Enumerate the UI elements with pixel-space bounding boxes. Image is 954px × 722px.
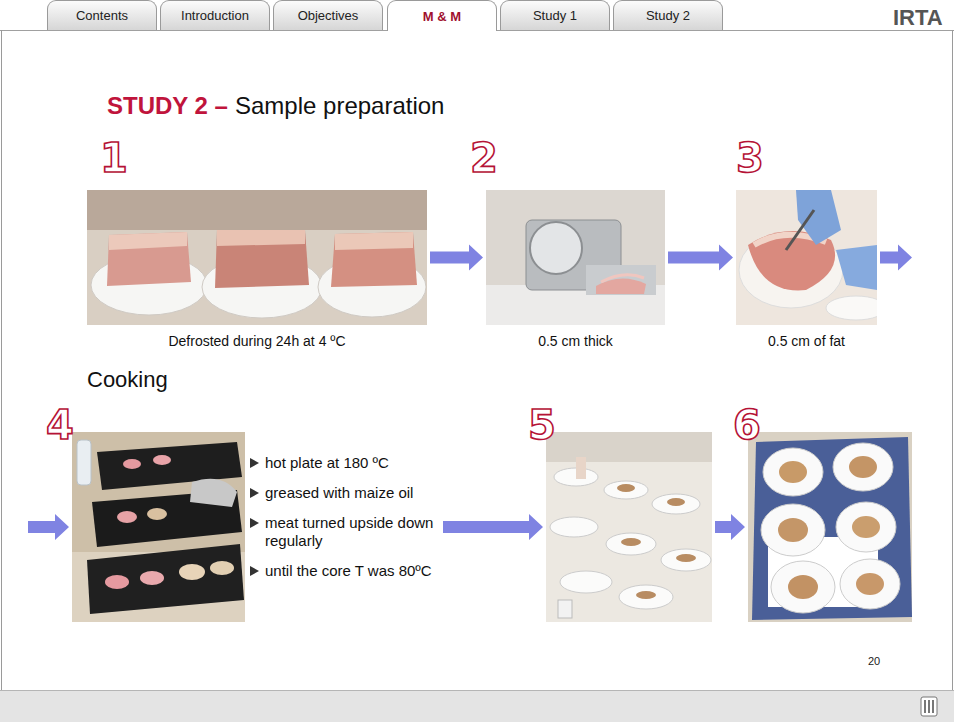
frame-right <box>952 30 953 690</box>
step-photo <box>736 190 877 325</box>
tab-label: Study 1 <box>533 8 577 23</box>
tab-label: Study 2 <box>646 8 690 23</box>
section-heading: Cooking <box>87 367 168 393</box>
step-photo <box>72 432 245 622</box>
step-photo <box>486 190 665 325</box>
footer-rule <box>0 690 954 691</box>
step-panel: 1Defrosted during 24h at 4 ºC <box>87 190 427 325</box>
tab-label: Objectives <box>298 8 359 23</box>
bullet-text: meat turned upside down regularly <box>265 514 470 550</box>
step-panel: 20.5 cm thick <box>486 190 665 325</box>
flow-arrow <box>715 514 745 540</box>
bullet-text: greased with maize oil <box>265 484 470 502</box>
callout-number: 2 <box>470 136 498 180</box>
slide-title: STUDY 2 – <box>107 92 228 120</box>
step-caption: Defrosted during 24h at 4 ºC <box>87 333 427 349</box>
nav-tab: Objectives <box>273 0 383 30</box>
step-panel: 5 <box>546 432 712 622</box>
logo-text: IRTA <box>893 5 943 31</box>
frame-left <box>1 30 2 690</box>
tab-label: Contents <box>76 8 128 23</box>
callout-number: 5 <box>528 403 556 447</box>
step-photo <box>748 432 912 622</box>
bullet-text: hot plate at 180 ºC <box>265 454 470 472</box>
slide-subtitle: Sample preparation <box>235 92 444 120</box>
callout-number: 6 <box>733 403 761 447</box>
nav-tab: Introduction <box>160 0 270 30</box>
step-caption: 0.5 cm of fat <box>736 333 877 349</box>
step-photo <box>546 432 712 622</box>
footer-band <box>0 690 954 722</box>
step-panel: 6 <box>748 432 912 622</box>
flow-arrow <box>668 245 733 271</box>
callout-number: 4 <box>46 403 74 447</box>
nav-tab: Study 1 <box>500 0 610 30</box>
tab-label: M & M <box>423 9 461 24</box>
callout-number: 1 <box>100 136 128 180</box>
nav-tab: Study 2 <box>613 0 723 30</box>
bullet-text: until the core T was 80ºC <box>265 562 470 580</box>
flow-arrow <box>430 245 483 271</box>
footer-logo <box>921 697 937 716</box>
nav-tab: Contents <box>47 0 157 30</box>
flow-arrow <box>443 514 543 540</box>
step-photo <box>87 190 427 325</box>
step-caption: 0.5 cm thick <box>486 333 665 349</box>
callout-number: 3 <box>736 136 764 180</box>
page-number: 20 <box>868 655 880 667</box>
step-panel: 30.5 cm of fat <box>736 190 877 325</box>
nav-tab: M & M <box>387 0 497 31</box>
step-panel: 4hot plate at 180 ºCgreased with maize o… <box>72 432 440 622</box>
tab-label: Introduction <box>181 8 249 23</box>
